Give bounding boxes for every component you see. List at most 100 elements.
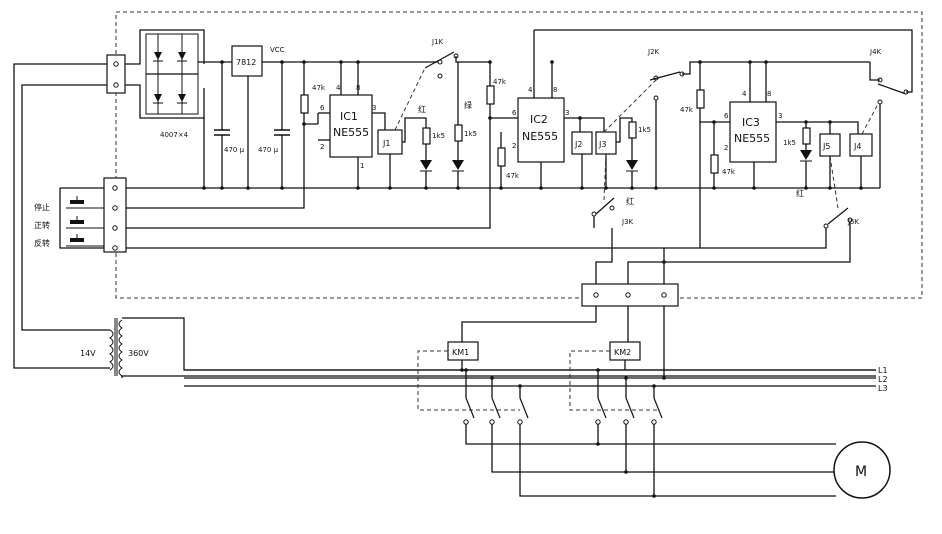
l1-label: L1	[878, 366, 888, 375]
led-green	[452, 160, 464, 170]
relay-switch-j3k	[591, 197, 615, 217]
bridge-rectifier	[145, 33, 199, 115]
svg-text:2: 2	[512, 142, 516, 150]
svg-text:2: 2	[724, 144, 728, 152]
resistor-ic1-label: 47k	[312, 84, 326, 92]
svg-text:47k: 47k	[493, 78, 507, 86]
junction-dots	[202, 60, 863, 498]
j3k-label: J3K	[621, 218, 634, 226]
capacitor-2	[274, 62, 290, 188]
led-red-2	[626, 160, 638, 170]
motor-label: M	[855, 464, 867, 480]
svg-text:2: 2	[320, 143, 324, 151]
svg-text:8: 8	[767, 90, 771, 98]
led-red-1	[420, 160, 432, 170]
reverse-button[interactable]	[66, 234, 104, 247]
j5k-label: J5K	[847, 218, 860, 226]
forward-button[interactable]	[66, 216, 104, 229]
svg-text:1: 1	[360, 162, 364, 170]
output-connector	[581, 283, 679, 307]
svg-text:6: 6	[320, 104, 325, 112]
svg-text:3: 3	[372, 104, 376, 112]
svg-text:J2: J2	[574, 140, 582, 149]
j2k-label: J2K	[647, 48, 660, 56]
capacitor-1	[214, 62, 230, 188]
svg-text:4: 4	[528, 86, 533, 94]
resistor-1k5-a	[422, 127, 431, 145]
vcc-label: VCC	[270, 46, 285, 54]
svg-text:IC2: IC2	[530, 113, 548, 126]
stop-label: 停止	[34, 202, 50, 212]
svg-text:1k5: 1k5	[783, 139, 796, 147]
led-red-label-1: 红	[418, 104, 426, 114]
ic3-ne555: IC3 NE555	[729, 101, 777, 163]
svg-text:4: 4	[336, 84, 341, 92]
led-green-label: 绿	[464, 101, 472, 110]
svg-text:J5: J5	[822, 142, 830, 151]
forward-label: 正转	[34, 220, 50, 230]
svg-text:IC3: IC3	[742, 116, 760, 129]
stop-button[interactable]	[66, 196, 104, 209]
button-connector	[103, 177, 127, 253]
cap1-label: 470 μ	[224, 146, 245, 154]
svg-text:4: 4	[742, 90, 747, 98]
svg-text:6: 6	[512, 109, 517, 117]
svg-text:47k: 47k	[680, 106, 694, 114]
svg-text:NE555: NE555	[333, 126, 369, 139]
ic2-ne555: IC2 NE555	[517, 97, 565, 163]
l3-label: L3	[878, 384, 888, 393]
contactor-km1-coil: KM1	[447, 341, 479, 361]
v14-label: 14V	[80, 349, 96, 358]
svg-text:1k5: 1k5	[464, 130, 477, 138]
resistor-ic3-47k-b	[710, 154, 719, 174]
svg-text:1k5: 1k5	[432, 132, 445, 140]
resistor-1k5-d	[802, 127, 811, 145]
svg-text:NE555: NE555	[734, 132, 770, 145]
l2-label: L2	[878, 375, 888, 384]
relay-switch-j1k	[424, 51, 459, 79]
relay-coil-j1: J1	[377, 129, 403, 155]
resistor-ic2-47k-a	[486, 85, 495, 105]
relay-coil-j2: J2	[571, 131, 593, 155]
relay-coil-j3: J3	[595, 131, 617, 155]
svg-text:KM1: KM1	[452, 348, 469, 357]
resistor-1k5-b	[454, 124, 463, 142]
j1k-label: J1K	[431, 38, 444, 46]
svg-text:KM2: KM2	[614, 348, 631, 357]
svg-text:NE555: NE555	[522, 130, 558, 143]
svg-text:47k: 47k	[506, 172, 520, 180]
motor: M	[833, 441, 891, 499]
svg-text:1k5: 1k5	[638, 126, 651, 134]
resistor-ic2-47k-b	[497, 147, 506, 167]
v360-label: 360V	[128, 349, 149, 358]
relay-coil-j4: J4	[849, 133, 873, 157]
bridge-label: 4007×4	[160, 131, 189, 139]
j4k-label: J4K	[869, 48, 882, 56]
contactor-km2-coil: KM2	[609, 341, 641, 361]
led-red-3	[800, 150, 812, 160]
svg-text:IC1: IC1	[340, 110, 358, 123]
transformer	[109, 318, 123, 377]
svg-text:8: 8	[553, 86, 557, 94]
relay-coil-j5: J5	[819, 133, 841, 157]
svg-text:J1: J1	[382, 139, 390, 148]
svg-text:J4: J4	[853, 142, 861, 151]
control-board-outline	[115, 11, 923, 299]
voltage-regulator: 7812	[231, 45, 263, 77]
led-red-label-3: 红	[796, 188, 804, 198]
cap2-label: 470 μ	[258, 146, 279, 154]
svg-text:3: 3	[565, 109, 569, 117]
relay-switch-j2k	[649, 71, 685, 101]
led-red-label-2: 红	[626, 196, 634, 206]
svg-text:47k: 47k	[722, 168, 736, 176]
svg-text:7812: 7812	[236, 58, 256, 67]
svg-text:8: 8	[356, 84, 360, 92]
input-connector	[106, 54, 126, 94]
reverse-label: 反转	[34, 238, 50, 248]
resistor-ic1-47k	[300, 94, 309, 114]
resistor-1k5-c	[628, 121, 637, 139]
km2-contacts	[595, 370, 663, 425]
ic1-ne555: IC1 NE555	[329, 94, 373, 158]
resistor-ic3-47k-a	[696, 89, 705, 109]
